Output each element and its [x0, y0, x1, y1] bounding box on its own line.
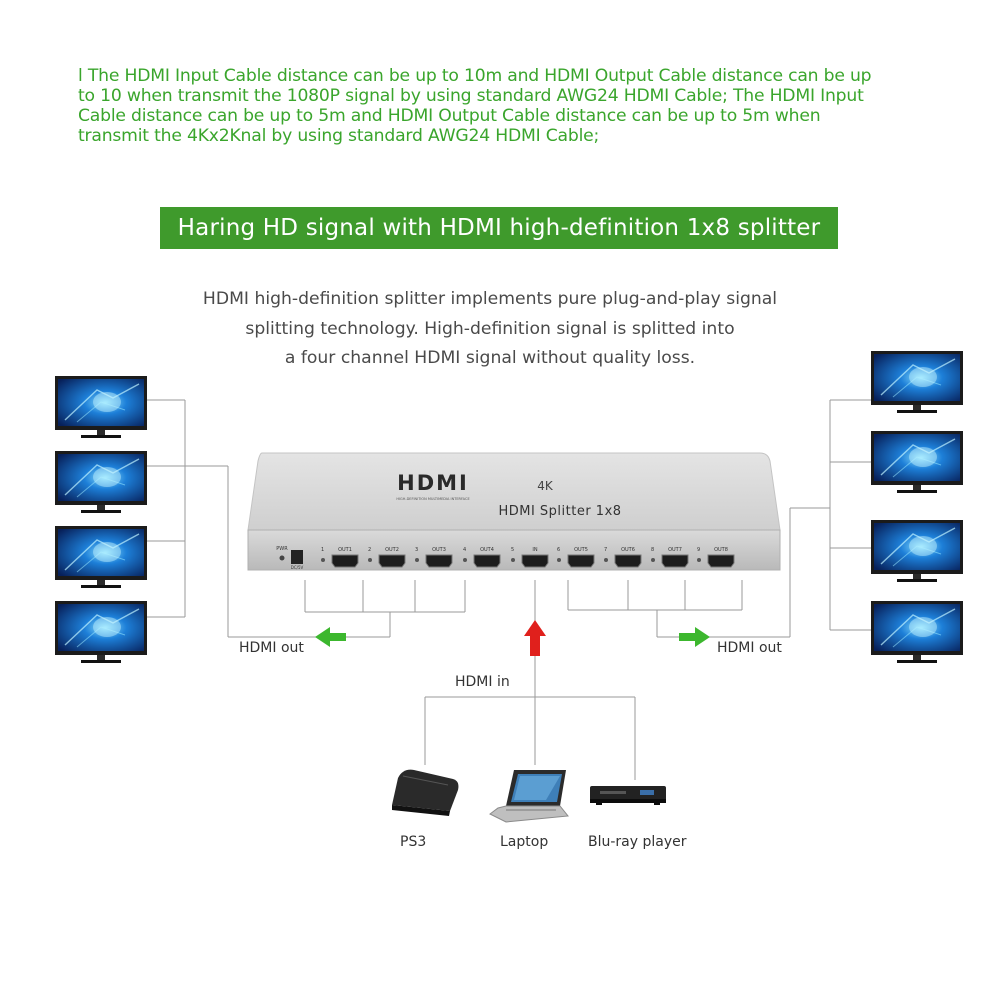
- arrow-left-icon: [315, 627, 346, 647]
- source-label-bluray: Blu-ray player: [588, 834, 687, 850]
- hdmi-input-port: [521, 554, 549, 568]
- port-row: 1 OUT1 2 OUT2 3 OUT3 4 OUT4 5 IN 6 OUT5 7 OUT6 8 OUT7 9 O…: [321, 547, 735, 568]
- hdmi-in-label: HDMI in: [455, 674, 510, 690]
- hdmi-output-port: [331, 554, 359, 568]
- port-led-icon: [321, 558, 325, 562]
- tv-monitor-icon: [54, 525, 148, 589]
- port-number: 6: [557, 547, 560, 553]
- port-label: OUT4: [480, 547, 494, 553]
- hdmi-output-port: [378, 554, 406, 568]
- arrow-up-icon: [524, 620, 546, 656]
- port-number: 8: [651, 547, 654, 553]
- hdmi-out-right-label: HDMI out: [717, 640, 782, 656]
- port-label: OUT2: [385, 547, 399, 553]
- laptop-icon: [489, 770, 569, 823]
- port-number: 3: [415, 547, 418, 553]
- 4k-badge: 4K: [537, 479, 554, 493]
- port-number: 1: [321, 547, 324, 553]
- hdmi-output-port: [661, 554, 689, 568]
- source-label-ps3: PS3: [400, 834, 427, 850]
- section-banner: Haring HD signal with HDMI high-definiti…: [160, 207, 838, 249]
- tv-monitor-icon: [870, 519, 964, 583]
- port-led-icon: [651, 558, 655, 562]
- description-line: splitting technology. High-definition si…: [245, 318, 735, 339]
- tv-monitor-icon: [870, 430, 964, 494]
- tv-monitor-icon: [54, 450, 148, 514]
- power-label: PWR: [276, 546, 288, 552]
- port-led-icon: [463, 558, 467, 562]
- dc-label: DC/5V: [291, 565, 304, 570]
- port-label: OUT8: [714, 547, 728, 553]
- right-monitors: [870, 350, 964, 664]
- ps3-console-icon: [392, 769, 459, 816]
- hdmi-output-port: [614, 554, 642, 568]
- port-led-icon: [368, 558, 372, 562]
- hdmi-output-port: [473, 554, 501, 568]
- port-label: OUT6: [621, 547, 635, 553]
- intro-line: Cable distance can be up to 5m and HDMI …: [78, 106, 821, 126]
- hdmi-output-port: [425, 554, 453, 568]
- tv-monitor-icon: [870, 600, 964, 664]
- tv-monitor-icon: [54, 375, 148, 439]
- arrow-right-icon: [679, 627, 710, 647]
- description-line: HDMI high-definition splitter implements…: [202, 289, 778, 309]
- description-line: a four channel HDMI signal without quali…: [284, 348, 696, 368]
- intro-line: transmit the 4Kx2Knal by using standard …: [78, 126, 600, 146]
- port-label: OUT5: [574, 547, 588, 553]
- hdmi-output-port: [707, 554, 735, 568]
- hdmi-logo: HDMI: [397, 471, 469, 495]
- port-led-icon: [415, 558, 419, 562]
- intro-line: to 10 when transmit the 1080P signal by …: [78, 86, 864, 106]
- port-led-icon: [557, 558, 561, 562]
- port-label: OUT7: [668, 547, 682, 553]
- source-label-laptop: Laptop: [500, 834, 549, 850]
- power-led-icon: [279, 555, 285, 561]
- port-label: IN: [532, 547, 537, 553]
- description-text: HDMI high-definition splitter implements…: [150, 285, 830, 374]
- intro-line: l The HDMI Input Cable distance can be u…: [78, 66, 872, 86]
- tv-monitor-icon: [54, 600, 148, 664]
- tv-monitor-icon: [870, 350, 964, 414]
- splitter-device: HDMI HIGH-DEFINITION MULTIMEDIA INTERFAC…: [247, 452, 781, 571]
- left-monitors: [54, 375, 148, 664]
- hdmi-logo-tagline: HIGH-DEFINITION MULTIMEDIA INTERFACE: [396, 497, 469, 501]
- port-number: 7: [604, 547, 607, 553]
- port-led-icon: [511, 558, 515, 562]
- port-number: 9: [697, 547, 700, 553]
- bluray-player-icon: [590, 786, 666, 805]
- hdmi-out-left-label: HDMI out: [239, 640, 304, 656]
- port-number: 2: [368, 547, 371, 553]
- intro-text: l The HDMI Input Cable distance can be u…: [78, 66, 938, 146]
- port-label: OUT3: [432, 547, 446, 553]
- port-led-icon: [697, 558, 701, 562]
- hdmi-output-port: [567, 554, 595, 568]
- port-number: 5: [511, 547, 514, 553]
- port-led-icon: [604, 558, 608, 562]
- dc-jack-icon: [291, 550, 303, 564]
- device-model: HDMI Splitter 1x8: [498, 504, 621, 519]
- port-label: OUT1: [338, 547, 352, 553]
- port-number: 4: [463, 547, 466, 553]
